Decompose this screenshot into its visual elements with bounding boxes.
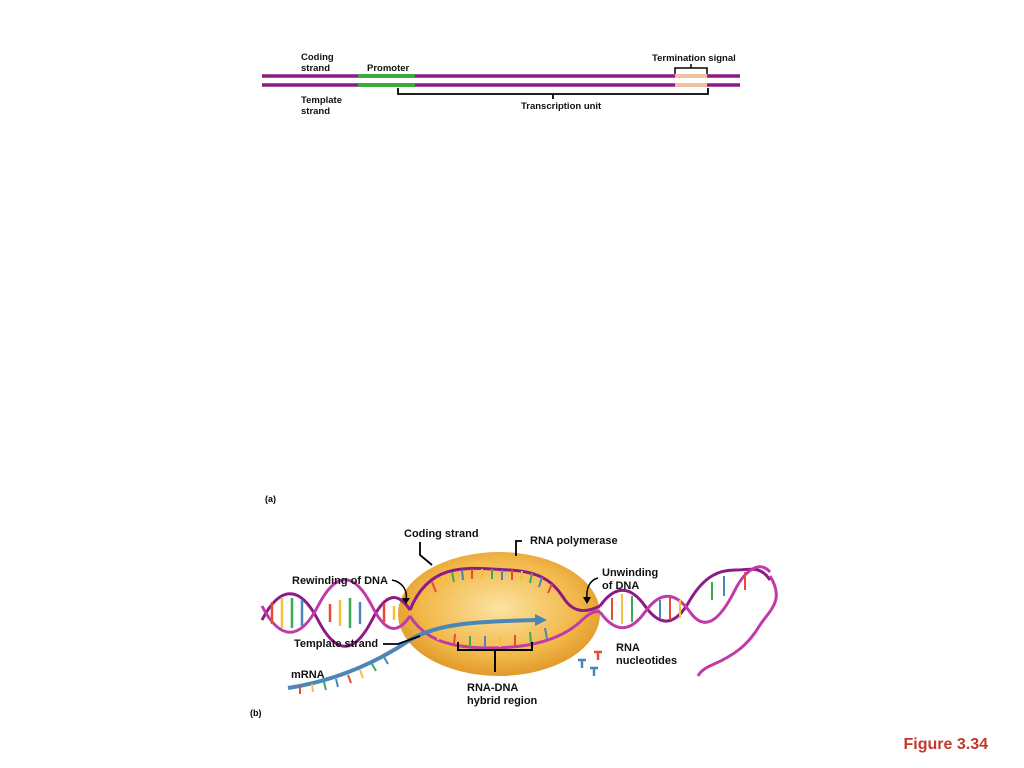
panel-a-label: (a): [265, 494, 276, 504]
coding-strand-arch: [408, 566, 601, 612]
left-dna-helix: [260, 578, 412, 648]
figure-label: Figure 3.34: [903, 736, 988, 753]
termination-region: [675, 74, 707, 78]
unwinding-label: Unwinding of DNA: [602, 567, 658, 593]
leader-unwinding: [586, 577, 599, 599]
rna-nucleotides-label: RNA nucleotides: [616, 642, 677, 668]
transcription-unit-bracket: [397, 88, 709, 99]
hybrid-region-label: RNA-DNA hybrid region: [467, 682, 537, 708]
leader-rewinding: [391, 579, 408, 601]
transcription-unit-label: Transcription unit: [521, 101, 602, 112]
rewinding-label: Rewinding of DNA: [292, 575, 388, 587]
termination-region-lower: [675, 83, 707, 87]
termination-bracket: [674, 64, 708, 74]
coding-strand-bases: [431, 569, 553, 594]
leader-template-strand: [383, 635, 421, 645]
unwinding-label-line2: of DNA: [602, 580, 640, 592]
mrna-arrowhead: [535, 614, 547, 626]
leader-unwinding-tip: [583, 597, 591, 604]
promoter-label: Promoter: [367, 63, 410, 74]
coding-strand-label-a-line2: strand: [301, 63, 331, 74]
leader-rewinding-tip: [402, 598, 410, 604]
template-strand-bases: [437, 627, 548, 647]
unwinding-label-line1: Unwinding: [602, 567, 659, 579]
hybrid-bracket: [457, 642, 533, 672]
free-nucleotides: [578, 650, 602, 676]
template-strand-label-b: Template strand: [294, 638, 379, 650]
right-dna-helix: [598, 565, 772, 630]
right-helix-bases: [611, 572, 746, 624]
coding-strand-label-a: Coding strand: [301, 52, 334, 74]
rna-nucleotides-label-line1: RNA: [616, 642, 640, 654]
hybrid-region-label-line2: hybrid region: [467, 695, 538, 707]
leader-coding-strand: [419, 542, 433, 566]
promoter-region: [358, 74, 415, 78]
coding-strand-label-a-line1: Coding: [301, 52, 334, 63]
rna-polymerase-label: RNA polymerase: [530, 535, 618, 547]
rna-nucleotides-label-line2: nucleotides: [616, 655, 678, 667]
termination-signal-label: Termination signal: [652, 53, 736, 64]
template-strand-label-a-line1: Template: [301, 95, 343, 106]
mrna-label: mRNA: [291, 669, 325, 681]
template-strand-label-a: Template strand: [301, 95, 342, 117]
released-strand: [696, 575, 778, 677]
hybrid-region-label-line1: RNA-DNA: [467, 682, 519, 694]
leader-rna-polymerase: [515, 540, 522, 556]
promoter-region-lower: [358, 83, 415, 87]
template-strand-label-a-line2: strand: [301, 106, 331, 117]
left-helix-bases: [270, 598, 396, 628]
mrna-bases: [299, 656, 389, 694]
panel-b-label: (b): [250, 708, 262, 718]
coding-strand-label-b: Coding strand: [404, 528, 479, 540]
